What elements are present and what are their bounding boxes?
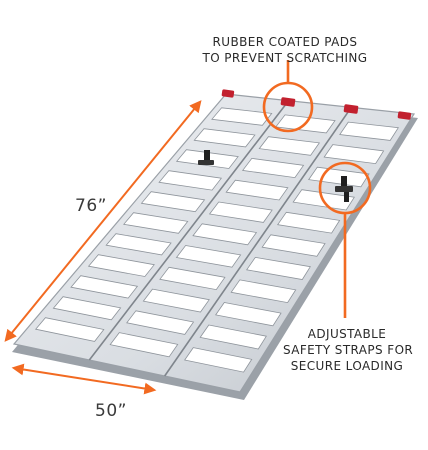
length-dimension-label: 76” bbox=[75, 196, 107, 216]
ramp-slot bbox=[258, 136, 321, 156]
ramp-slot bbox=[192, 223, 258, 246]
straps-callout-text: ADJUSTABLE SAFETY STRAPS FOR SECURE LOAD… bbox=[283, 326, 414, 374]
ramp-slot bbox=[339, 121, 399, 141]
ramp-panel-seam bbox=[164, 106, 352, 377]
ramp-slot bbox=[215, 302, 282, 327]
ramp-slot bbox=[308, 166, 370, 188]
safety-strap-right bbox=[335, 176, 353, 202]
ramp-slot bbox=[123, 212, 189, 234]
rubber-pad-left bbox=[221, 89, 235, 98]
ramp-slot bbox=[277, 211, 341, 234]
ramp-slot bbox=[34, 317, 105, 342]
ramp-slot bbox=[225, 179, 289, 201]
ramp-slot bbox=[142, 288, 210, 313]
ramp-slot bbox=[193, 128, 256, 148]
ramp-slot bbox=[158, 170, 223, 191]
ramp-slot bbox=[323, 144, 385, 165]
ramp-slot bbox=[87, 254, 155, 277]
width-dimension-line bbox=[11, 363, 157, 395]
straps-callout-line-2: SAFETY STRAPS FOR bbox=[283, 343, 414, 357]
width-dimension-label: 50” bbox=[95, 401, 127, 421]
ramp-slot bbox=[126, 310, 195, 335]
ramp-slot bbox=[70, 275, 139, 299]
length-dimension-line bbox=[4, 100, 202, 342]
ramp-slot bbox=[230, 279, 297, 304]
pads-callout-line-1: RUBBER COATED PADS bbox=[212, 35, 358, 49]
ramp-slot bbox=[105, 233, 172, 256]
ramp-slot bbox=[211, 107, 273, 126]
ramp-slot bbox=[261, 234, 326, 257]
straps-callout-line-3: SECURE LOADING bbox=[290, 359, 404, 373]
ramp-slot bbox=[241, 157, 305, 179]
safety-strap-left bbox=[198, 150, 214, 165]
ramp-panel-seam bbox=[88, 100, 290, 361]
rubber-pad-far-right bbox=[397, 111, 412, 120]
ramp-panel-seams bbox=[88, 100, 352, 377]
ramp-slot bbox=[208, 201, 273, 223]
ramp-slot bbox=[184, 347, 253, 373]
ramp-slot bbox=[175, 245, 242, 268]
ramp-slot bbox=[246, 256, 311, 280]
pads-callout-text: RUBBER COATED PADS TO PREVENT SCRATCHING bbox=[190, 34, 380, 66]
pads-callout-line-2: TO PREVENT SCRATCHING bbox=[202, 51, 368, 65]
folding-ramp bbox=[12, 89, 418, 400]
ramp-slot bbox=[109, 332, 179, 358]
rubber-pad-center bbox=[280, 97, 296, 107]
ramp-slot bbox=[159, 266, 226, 291]
ramp-slot bbox=[199, 324, 267, 350]
ramp-slot bbox=[140, 191, 206, 213]
straps-callout-line-1: ADJUSTABLE bbox=[307, 327, 387, 341]
ramp-slot bbox=[52, 296, 122, 321]
rubber-pad-right bbox=[343, 104, 359, 114]
